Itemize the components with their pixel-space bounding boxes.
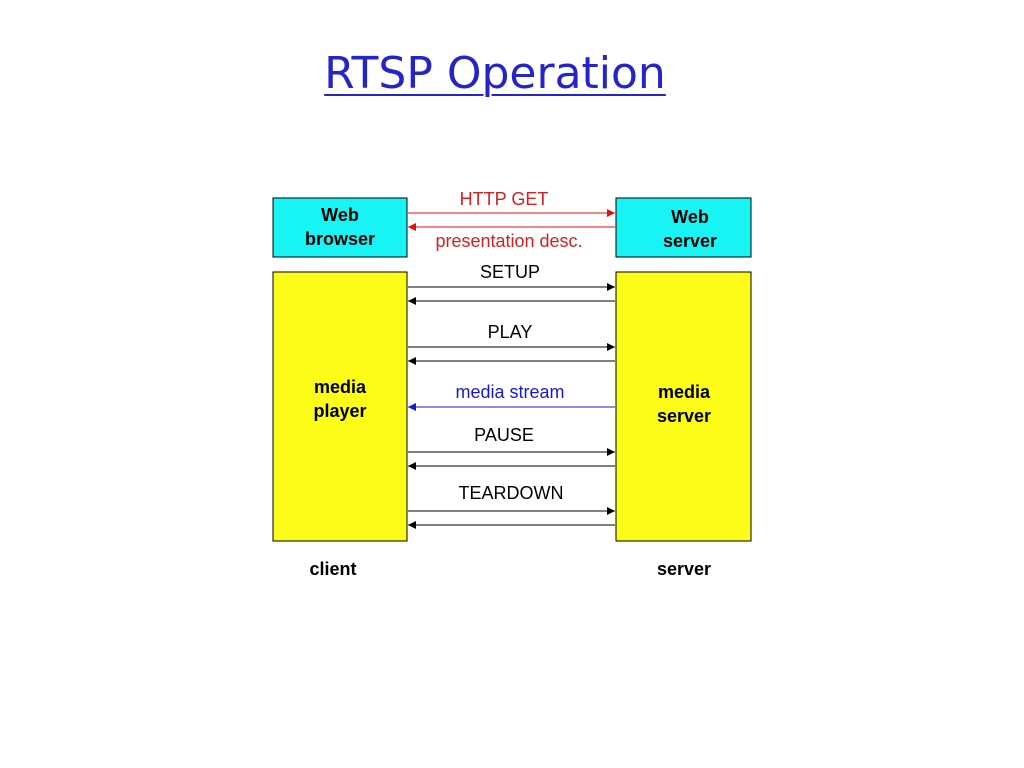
web-browser-box [272, 197, 408, 258]
presentation-desc-label: presentation desc. [435, 231, 582, 251]
pause-label: PAUSE [474, 425, 534, 445]
media-server-box [615, 271, 752, 542]
media-server-label-line1: media [658, 382, 711, 402]
web-browser-label-line1: Web [321, 205, 359, 225]
slide-title: RTSP Operation [324, 48, 666, 99]
server-label: server [657, 559, 711, 579]
play-label: PLAY [488, 322, 533, 342]
media-stream-label: media stream [455, 382, 564, 402]
teardown-label: TEARDOWN [459, 483, 564, 503]
client-label: client [309, 559, 356, 579]
web-server-label-line1: Web [671, 207, 709, 227]
media-player-label-line1: media [314, 377, 367, 397]
media-server-label-line2: server [657, 406, 711, 426]
setup-label: SETUP [480, 262, 540, 282]
web-browser-label-line2: browser [305, 229, 375, 249]
media-player-label-line2: player [313, 401, 366, 421]
media-player-box [272, 271, 408, 542]
web-server-box [615, 197, 752, 258]
http-get-label: HTTP GET [460, 189, 549, 209]
web-server-label-line2: server [663, 231, 717, 251]
